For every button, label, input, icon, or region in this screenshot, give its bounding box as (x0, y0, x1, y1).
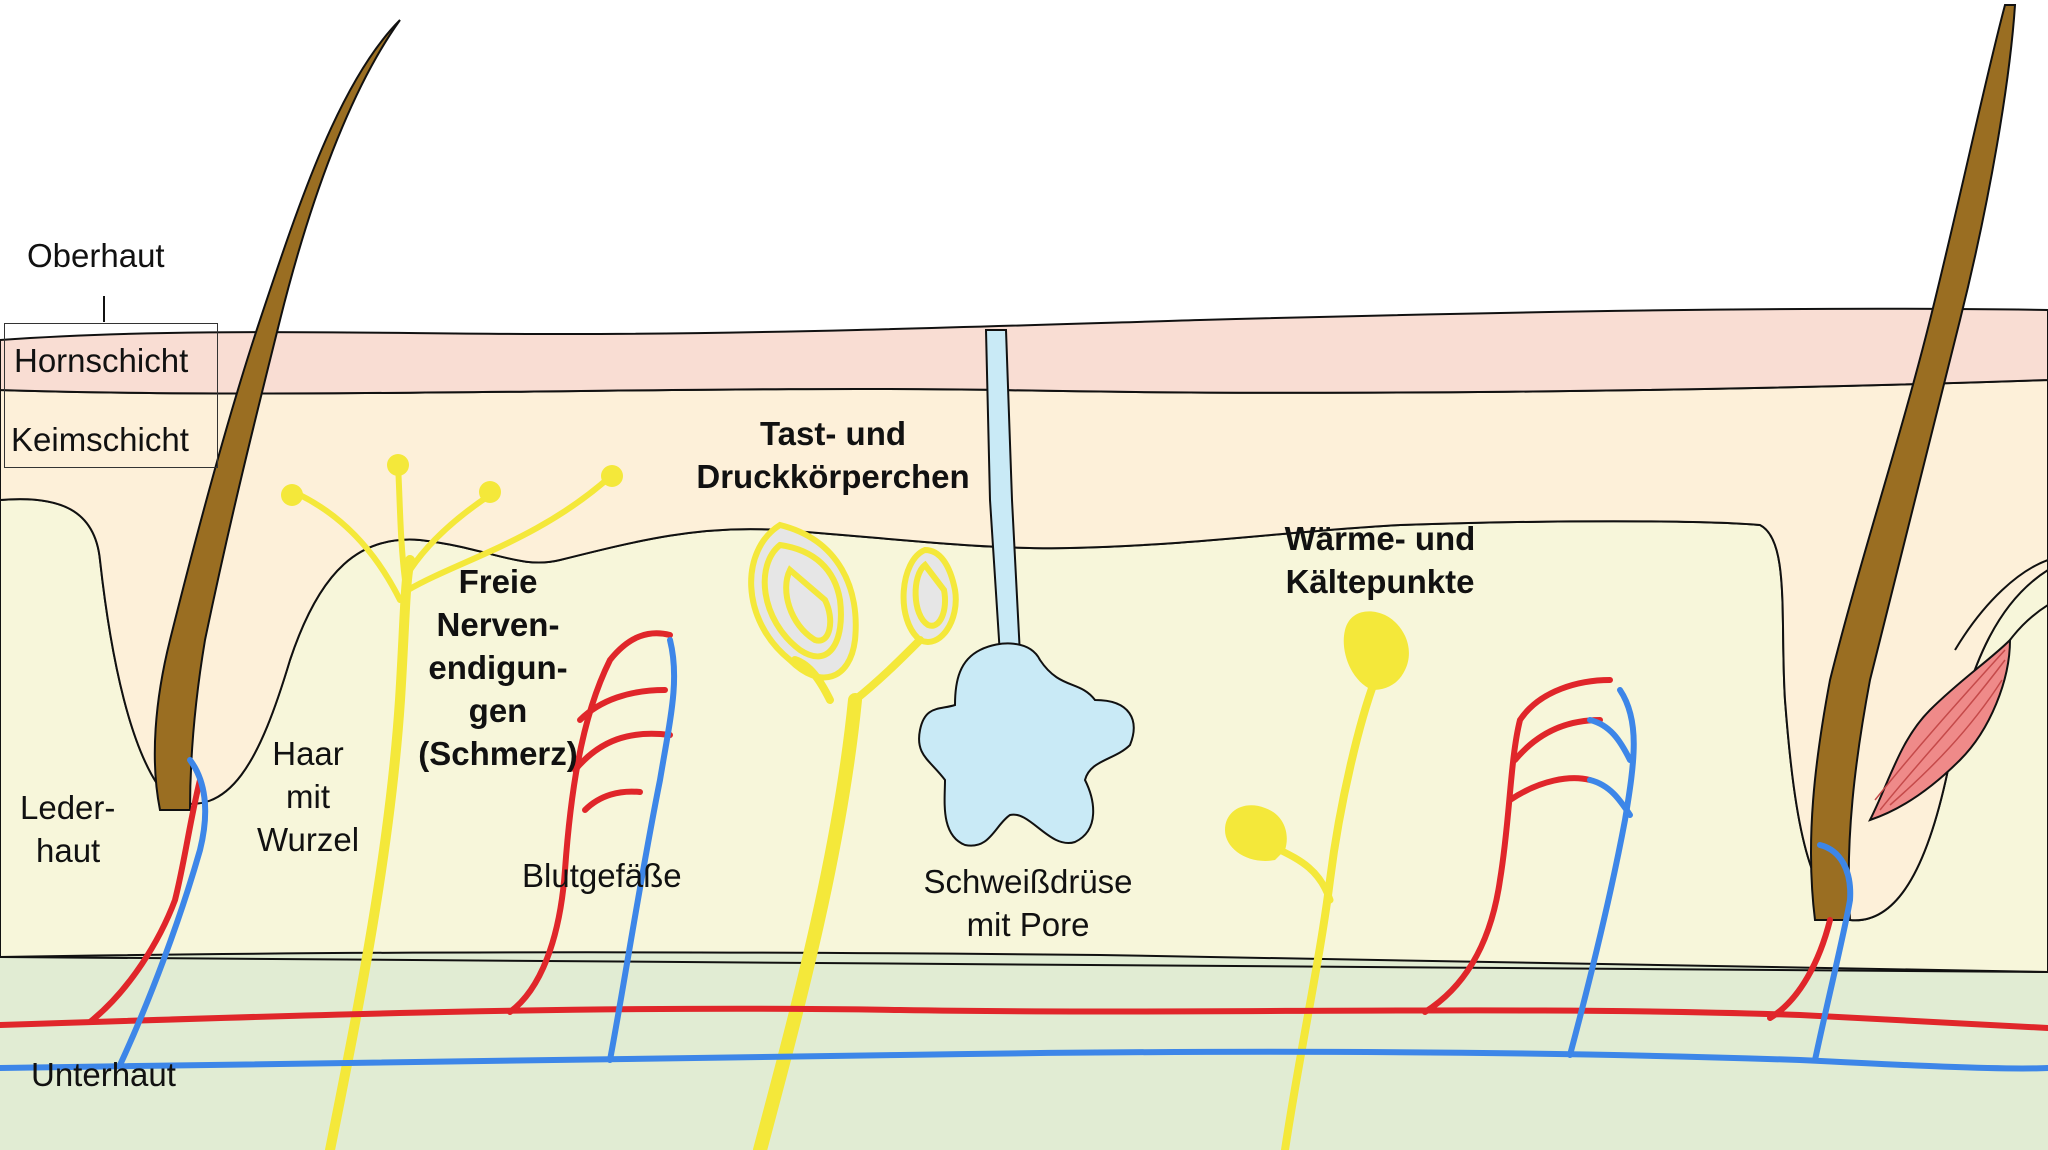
label-freie-nervenendigungen: Freie Nerven- endigun- gen (Schmerz) (398, 560, 598, 775)
arrector-fibers (1874, 649, 2006, 811)
label-haar-line2: mit (286, 778, 330, 815)
veins (0, 637, 2048, 1072)
label-tast-druckkoerperchen: Tast- und Druckkörperchen (668, 412, 998, 498)
hair-right (1810, 4, 2017, 921)
label-waerme-line1: Wärme- und (1284, 520, 1476, 557)
label-hornschicht: Hornschicht (14, 342, 189, 379)
label-lederhaut-line1: Leder- (20, 789, 116, 826)
label-tast-line2: Druckkörperchen (696, 458, 970, 495)
label-tast-line1: Tast- und (759, 415, 907, 452)
label-keimschicht: Keimschicht (11, 421, 189, 458)
label-waerme-kaeltepunkte: Wärme- und Kältepunkte (1240, 517, 1520, 603)
label-haar: Haar mit Wurzel (248, 732, 368, 861)
label-haar-line3: Wurzel (256, 821, 360, 858)
label-schweissdruese: Schweißdrüse mit Pore (898, 860, 1158, 946)
free-nerve-endings (297, 462, 615, 1150)
dermis-subcutis-boundary (0, 956, 2048, 973)
hornschicht-layer (0, 307, 2048, 395)
label-schweiss-line2: mit Pore (966, 906, 1090, 943)
thermo-receptors (1276, 676, 1379, 1150)
label-oberhaut: Oberhaut (27, 237, 165, 274)
tactile-corpuscles (748, 521, 959, 681)
hair-left (153, 19, 401, 811)
label-lederhaut: Leder- haut (20, 786, 115, 872)
muscle-attachment (1954, 559, 2048, 651)
label-waerme-line2: Kältepunkte (1285, 563, 1475, 600)
label-schweiss-line1: Schweißdrüse (923, 863, 1133, 900)
label-lederhaut-line2: haut (36, 832, 101, 869)
label-blutgefaesse: Blutgefäße (522, 857, 682, 894)
nerve-end-bulbs (281, 454, 623, 506)
label-unterhaut: Unterhaut (31, 1056, 176, 1093)
label-freie-line3: endigun- (428, 649, 568, 686)
label-freie-line4: gen (468, 692, 528, 729)
arteries (0, 630, 2048, 1031)
label-freie-line5: (Schmerz) (418, 735, 578, 772)
thermo-bulbs (1225, 611, 1409, 861)
label-freie-line2: Nerven- (436, 606, 560, 643)
label-haar-line1: Haar (272, 735, 344, 772)
layer-label-box (4, 323, 218, 468)
label-freie-line1: Freie (458, 563, 538, 600)
sweat-gland (918, 642, 1135, 847)
tactile-nerve-fibers (753, 636, 924, 1150)
